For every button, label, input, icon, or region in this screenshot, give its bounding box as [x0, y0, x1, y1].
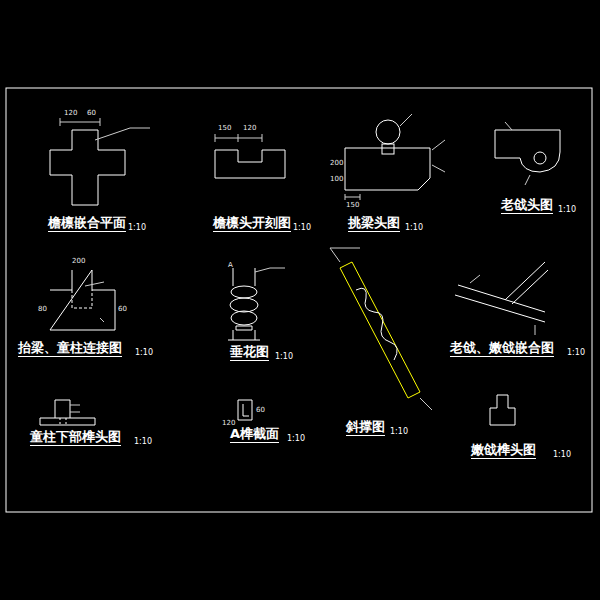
dimension-text: 150: [218, 125, 231, 133]
dimension-text: 150: [346, 202, 359, 210]
view-title: 老戗、嫩戗嵌合图: [450, 341, 554, 357]
scale-note: 1:10: [567, 349, 585, 358]
dimension-text: 60: [87, 110, 96, 118]
view-title: 挑梁头图: [348, 216, 400, 232]
dimension-text: 60: [256, 407, 265, 415]
view-title: 檐檩嵌合平面: [48, 216, 126, 232]
view-title: 童柱下部榫头图: [30, 430, 121, 446]
dimension-text: 200: [72, 258, 85, 266]
view-title: 嫩戗榫头图: [471, 443, 536, 459]
dimension-text: 100: [330, 176, 343, 184]
view-title: 抬梁、童柱连接图: [18, 341, 122, 357]
view-title: 老戗头图: [501, 198, 553, 214]
scale-note: 1:10: [390, 428, 408, 437]
scale-note: 1:10: [558, 206, 576, 215]
dimension-text: 200: [330, 160, 343, 168]
dimension-text: 80: [38, 306, 47, 314]
scale-note: 1:10: [128, 224, 146, 233]
dimension-text: 120: [243, 125, 256, 133]
scale-note: 1:10: [553, 451, 571, 460]
view-title: 斜撑图: [346, 420, 385, 436]
view-title: A榫截面: [230, 427, 279, 443]
scale-note: 1:10: [134, 438, 152, 447]
dimension-text: A: [228, 262, 233, 270]
scale-note: 1:10: [405, 224, 423, 233]
dimension-text: 120: [64, 110, 77, 118]
view-title: 垂花图: [230, 345, 269, 361]
scale-note: 1:10: [287, 435, 305, 444]
dimension-text: 60: [118, 306, 127, 314]
view-title: 檐檩头开刻图: [213, 216, 291, 232]
scale-note: 1:10: [135, 349, 153, 358]
scale-note: 1:10: [293, 224, 311, 233]
scale-note: 1:10: [275, 353, 293, 362]
dimension-text: 120: [222, 420, 235, 428]
